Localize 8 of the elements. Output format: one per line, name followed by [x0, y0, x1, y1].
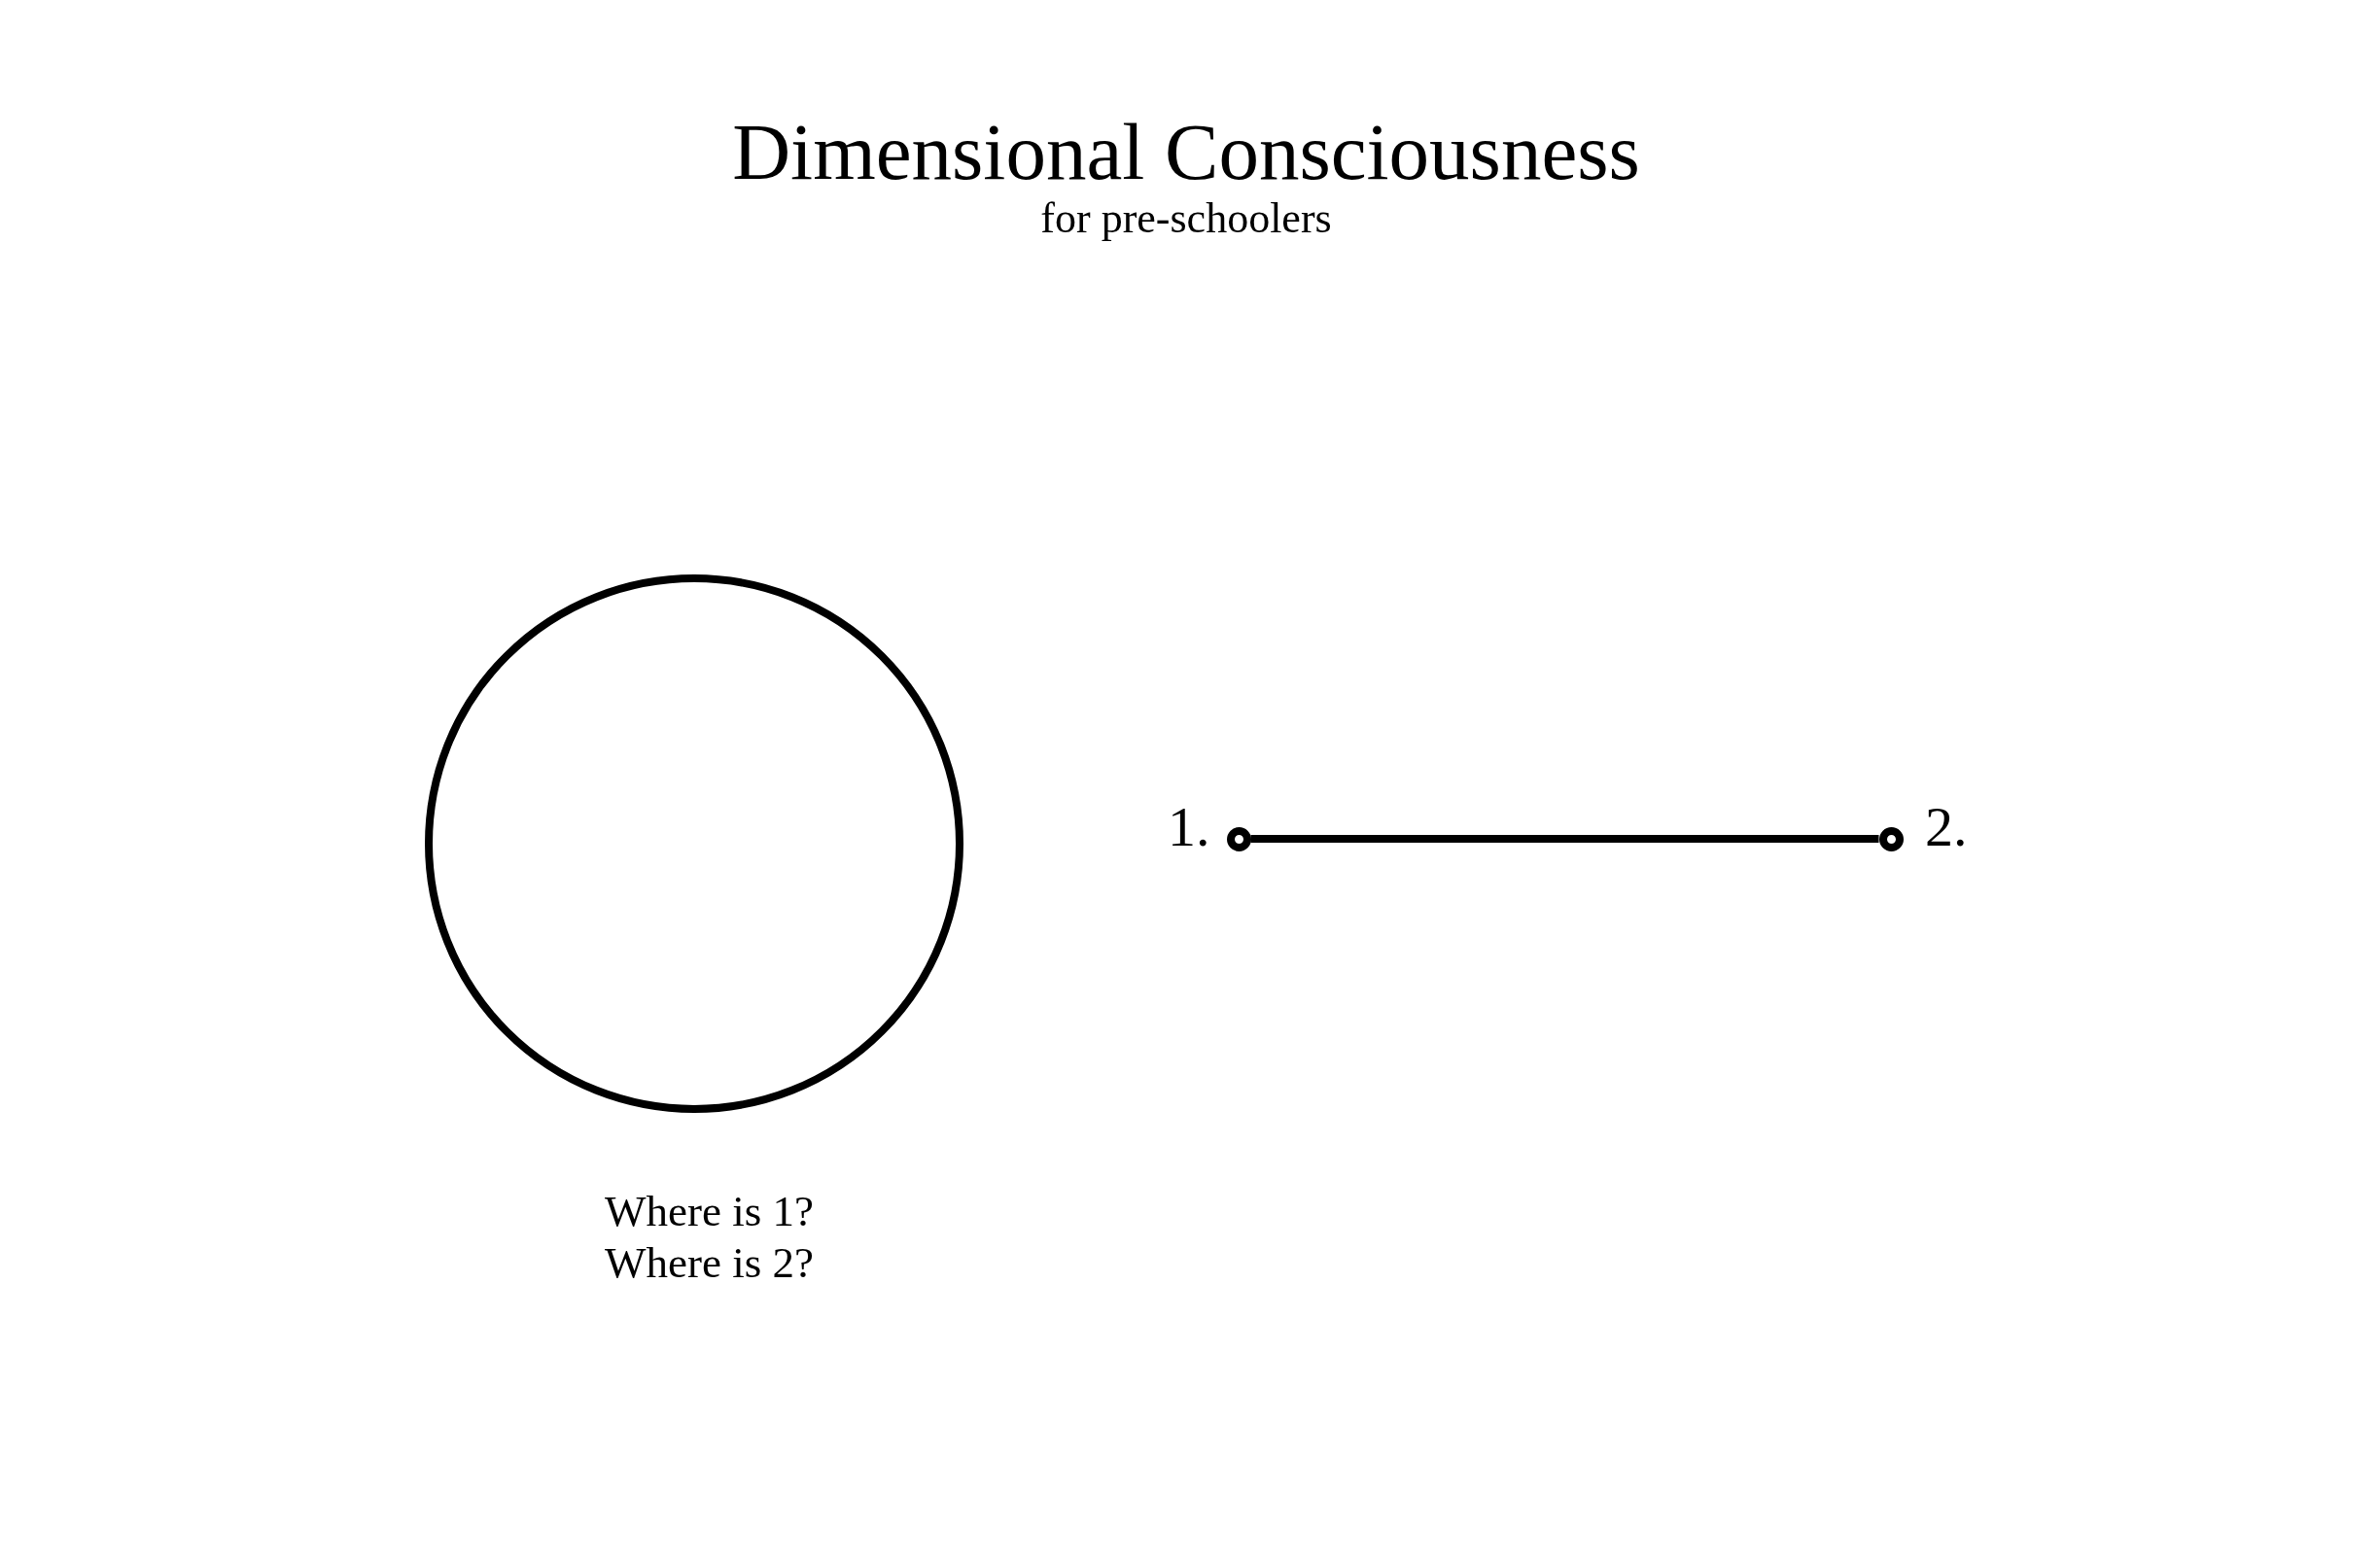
diagram-title: Dimensional Consciousness — [732, 108, 1640, 197]
endpoint-ring — [1226, 826, 1251, 851]
point-label: 2. — [1925, 796, 1968, 858]
subtitle-text: for pre-schoolers — [1040, 195, 1332, 243]
endpoint-ring — [1878, 826, 1904, 851]
circle-outline — [425, 574, 963, 1113]
question-text: Where is 1? Where is 2? — [605, 1186, 815, 1290]
point-label: 1. — [1168, 796, 1210, 858]
